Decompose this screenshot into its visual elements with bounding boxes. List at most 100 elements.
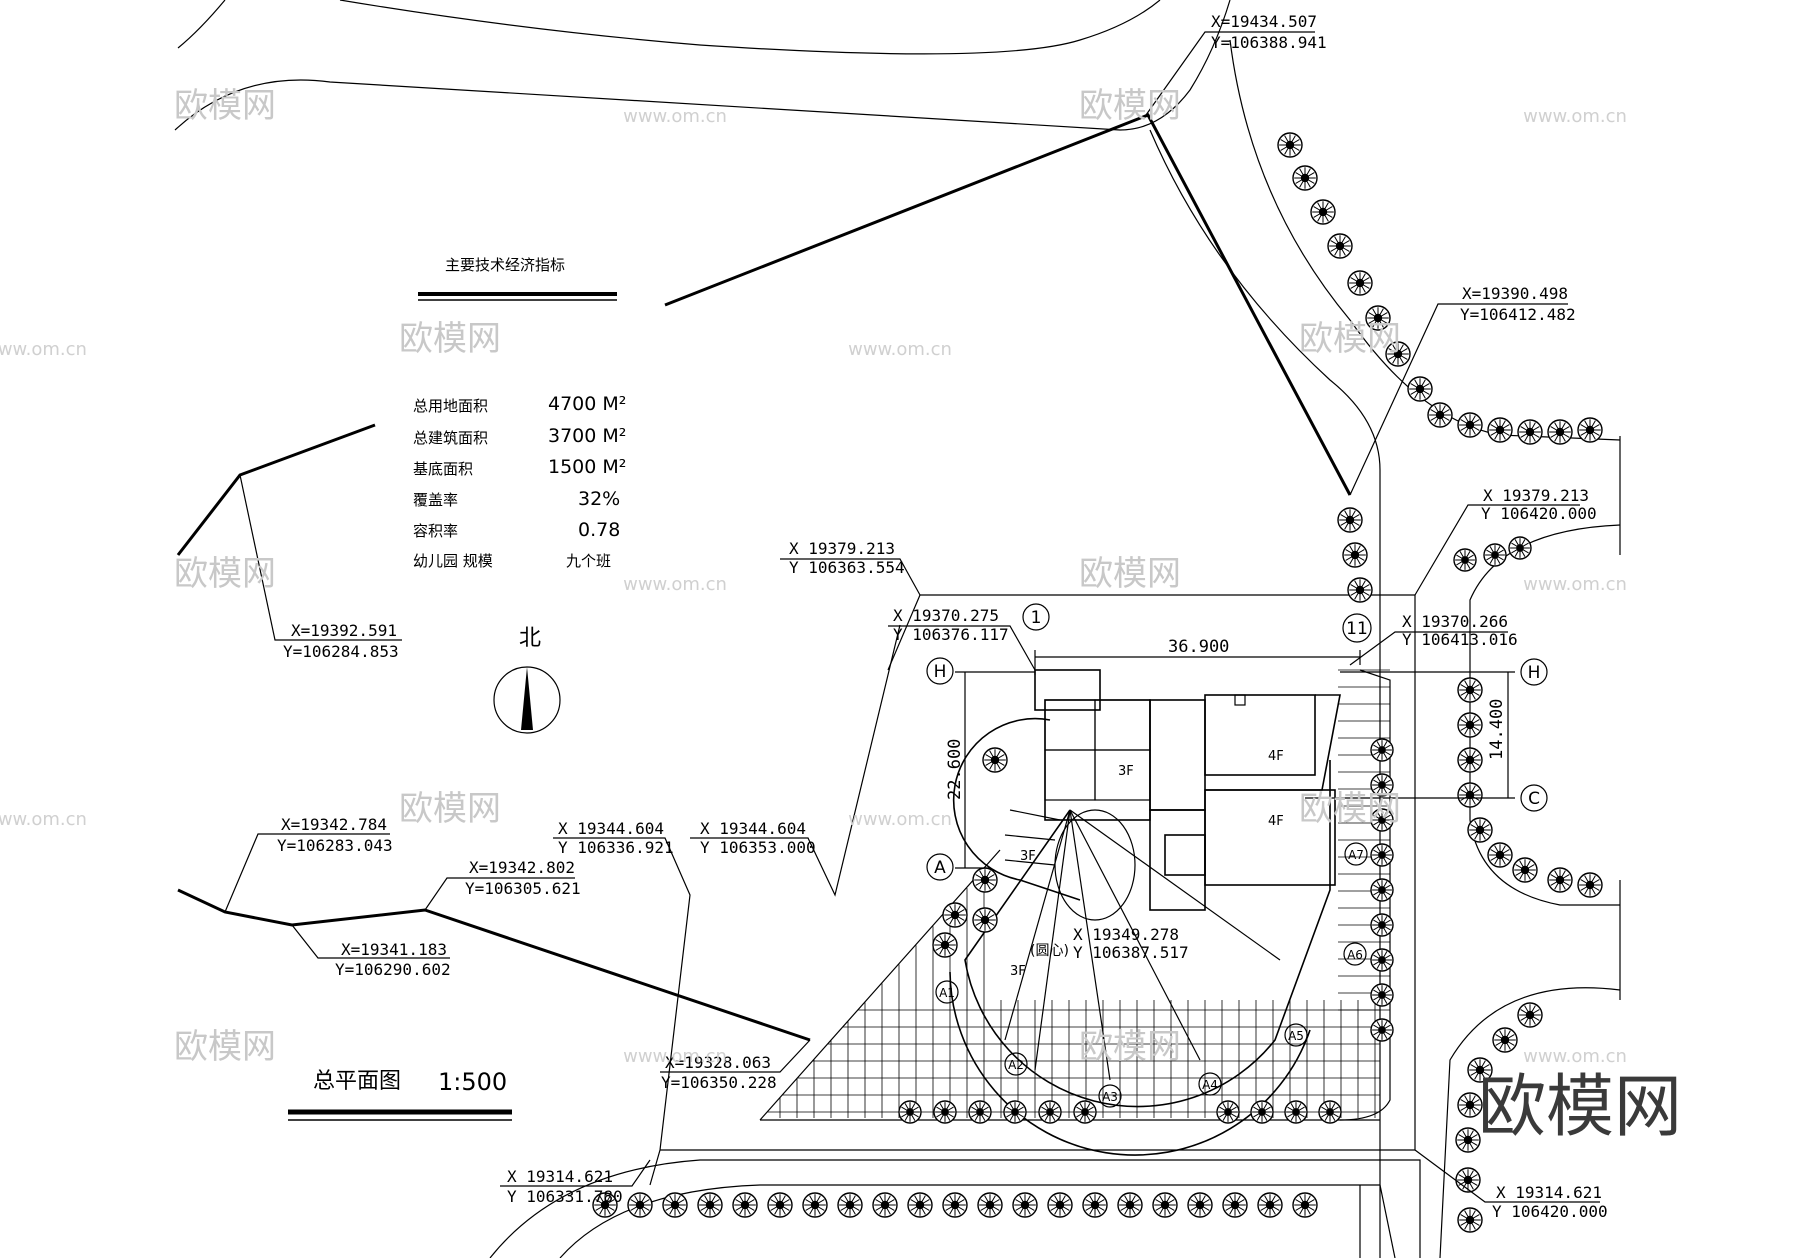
tree-icon — [1508, 536, 1532, 560]
indicator-label-2: 总建筑面积 — [413, 429, 488, 447]
tree-icon — [1327, 233, 1353, 259]
tree-icon — [1577, 417, 1603, 443]
floor-3f-c: 3F — [1010, 964, 1026, 979]
dim-height-right: 14.400 — [1487, 699, 1507, 760]
indicator-value-4: 32% — [578, 488, 620, 510]
watermark-brand: 欧模网 — [174, 1027, 276, 1067]
plan-scale: 1:500 — [438, 1068, 507, 1096]
coord-13-x: X 19349.278 — [1073, 925, 1179, 944]
coord-5-x: X 19370.275 — [893, 606, 999, 625]
tree-icon — [898, 1100, 922, 1124]
tree-icon — [1453, 548, 1477, 572]
coord-15-x: X 19314.621 — [507, 1167, 613, 1186]
center-label: (圆心) — [1030, 943, 1069, 959]
dim-height-left: 22.600 — [945, 739, 965, 800]
tree-icon — [1370, 773, 1394, 797]
dim-width: 36.900 — [1168, 637, 1229, 657]
coord-6-y: Y 106413.016 — [1402, 630, 1518, 649]
tree-icon — [1370, 808, 1394, 832]
coord-8-x: X=19342.784 — [281, 815, 387, 834]
tree-icon — [1577, 872, 1603, 898]
watermark-url: www.om.cn — [623, 1046, 727, 1067]
coord-13-y: Y 106387.517 — [1073, 943, 1189, 962]
coord-2-x: X=19390.498 — [1462, 284, 1568, 303]
tree-icon — [1457, 412, 1483, 438]
coord-8-y: Y=106283.043 — [277, 836, 393, 855]
tree-icon — [1492, 1027, 1518, 1053]
tree-icon — [1467, 817, 1493, 843]
building — [949, 669, 1341, 1156]
trees — [592, 132, 1603, 1233]
watermark-url: www.om.cn — [0, 809, 87, 830]
title-block: 总平面图 1:500 — [288, 1068, 512, 1121]
coord-14-y: Y=106350.228 — [661, 1073, 777, 1092]
tree-icon — [972, 907, 998, 933]
tree-icon — [1152, 1192, 1178, 1218]
tree-icon — [1347, 577, 1373, 603]
tree-icon — [1370, 878, 1394, 902]
coord-12-y: Y 106353.000 — [700, 838, 816, 857]
tree-icon — [1187, 1192, 1213, 1218]
north-label: 北 — [519, 626, 541, 651]
tree-icon — [1487, 842, 1513, 868]
coord-15-y: Y 106331.780 — [507, 1187, 623, 1206]
radial-a5: A5 — [1288, 1029, 1304, 1043]
tree-icon — [1370, 738, 1394, 762]
tree-icon — [1370, 843, 1394, 867]
indicator-label-5: 容积率 — [413, 522, 458, 540]
tree-icon — [1407, 376, 1433, 402]
indicator-label-3: 基底面积 — [413, 460, 473, 478]
coord-12-x: X 19344.604 — [700, 819, 806, 838]
radial-a2: A2 — [1008, 1058, 1024, 1072]
axis-bubbles: 1 11 H H A C — [926, 603, 1548, 881]
coord-7-x: X=19392.591 — [291, 621, 397, 640]
tree-icon — [1003, 1100, 1027, 1124]
watermark-brand: 欧模网 — [1299, 319, 1401, 359]
indicator-label-4: 覆盖率 — [413, 491, 458, 509]
indicator-value-3: 1500 M² — [548, 456, 626, 478]
coord-16-x: X 19314.621 — [1496, 1183, 1602, 1202]
indicator-value-2: 3700 M² — [548, 425, 626, 447]
tree-icon — [977, 1192, 1003, 1218]
tree-icon — [1455, 1127, 1481, 1153]
tree-icon — [1284, 1100, 1308, 1124]
tree-icon — [932, 932, 958, 958]
tree-icon — [1457, 712, 1483, 738]
watermark-brand: 欧模网 — [399, 319, 501, 359]
indicators-title: 主要技术经济指标 — [445, 256, 565, 274]
indicator-value-5: 0.78 — [578, 519, 620, 541]
coord-4-y: Y 106363.554 — [789, 558, 905, 577]
coord-11-x: X 19344.604 — [558, 819, 664, 838]
watermark-url: www.om.cn — [623, 106, 727, 127]
tree-icon — [1483, 543, 1507, 567]
dimensions: 36.900 22.600 14.400 — [945, 637, 1515, 869]
tree-icon — [1337, 507, 1363, 533]
tree-icon — [1117, 1192, 1143, 1218]
tree-icon — [837, 1192, 863, 1218]
tree-icon — [627, 1192, 653, 1218]
coord-1-y: Y=106388.941 — [1211, 33, 1327, 52]
tree-icon — [1292, 1192, 1318, 1218]
coord-10-y: Y=106290.602 — [335, 960, 451, 979]
tree-icon — [1310, 199, 1336, 225]
coord-4-x: X 19379.213 — [789, 539, 895, 558]
tree-icon — [907, 1192, 933, 1218]
tree-icon — [982, 747, 1008, 773]
tree-icon — [1517, 419, 1543, 445]
indicator-value-6: 九个班 — [566, 552, 611, 570]
tree-icon — [1370, 1018, 1394, 1042]
radial-a4: A4 — [1202, 1078, 1218, 1092]
tree-icon — [1547, 867, 1573, 893]
tree-icon — [1370, 983, 1394, 1007]
indicator-label-1: 总用地面积 — [413, 397, 488, 415]
tree-icon — [1457, 747, 1483, 773]
axis-1: 1 — [1031, 608, 1042, 628]
tree-icon — [1370, 948, 1394, 972]
brand-watermark: 欧模网 — [1478, 1068, 1682, 1147]
tree-icon — [1457, 782, 1483, 808]
coord-1-x: X=19434.507 — [1211, 12, 1317, 31]
tree-icon — [942, 1192, 968, 1218]
watermark-brand: 欧模网 — [1079, 1027, 1181, 1067]
